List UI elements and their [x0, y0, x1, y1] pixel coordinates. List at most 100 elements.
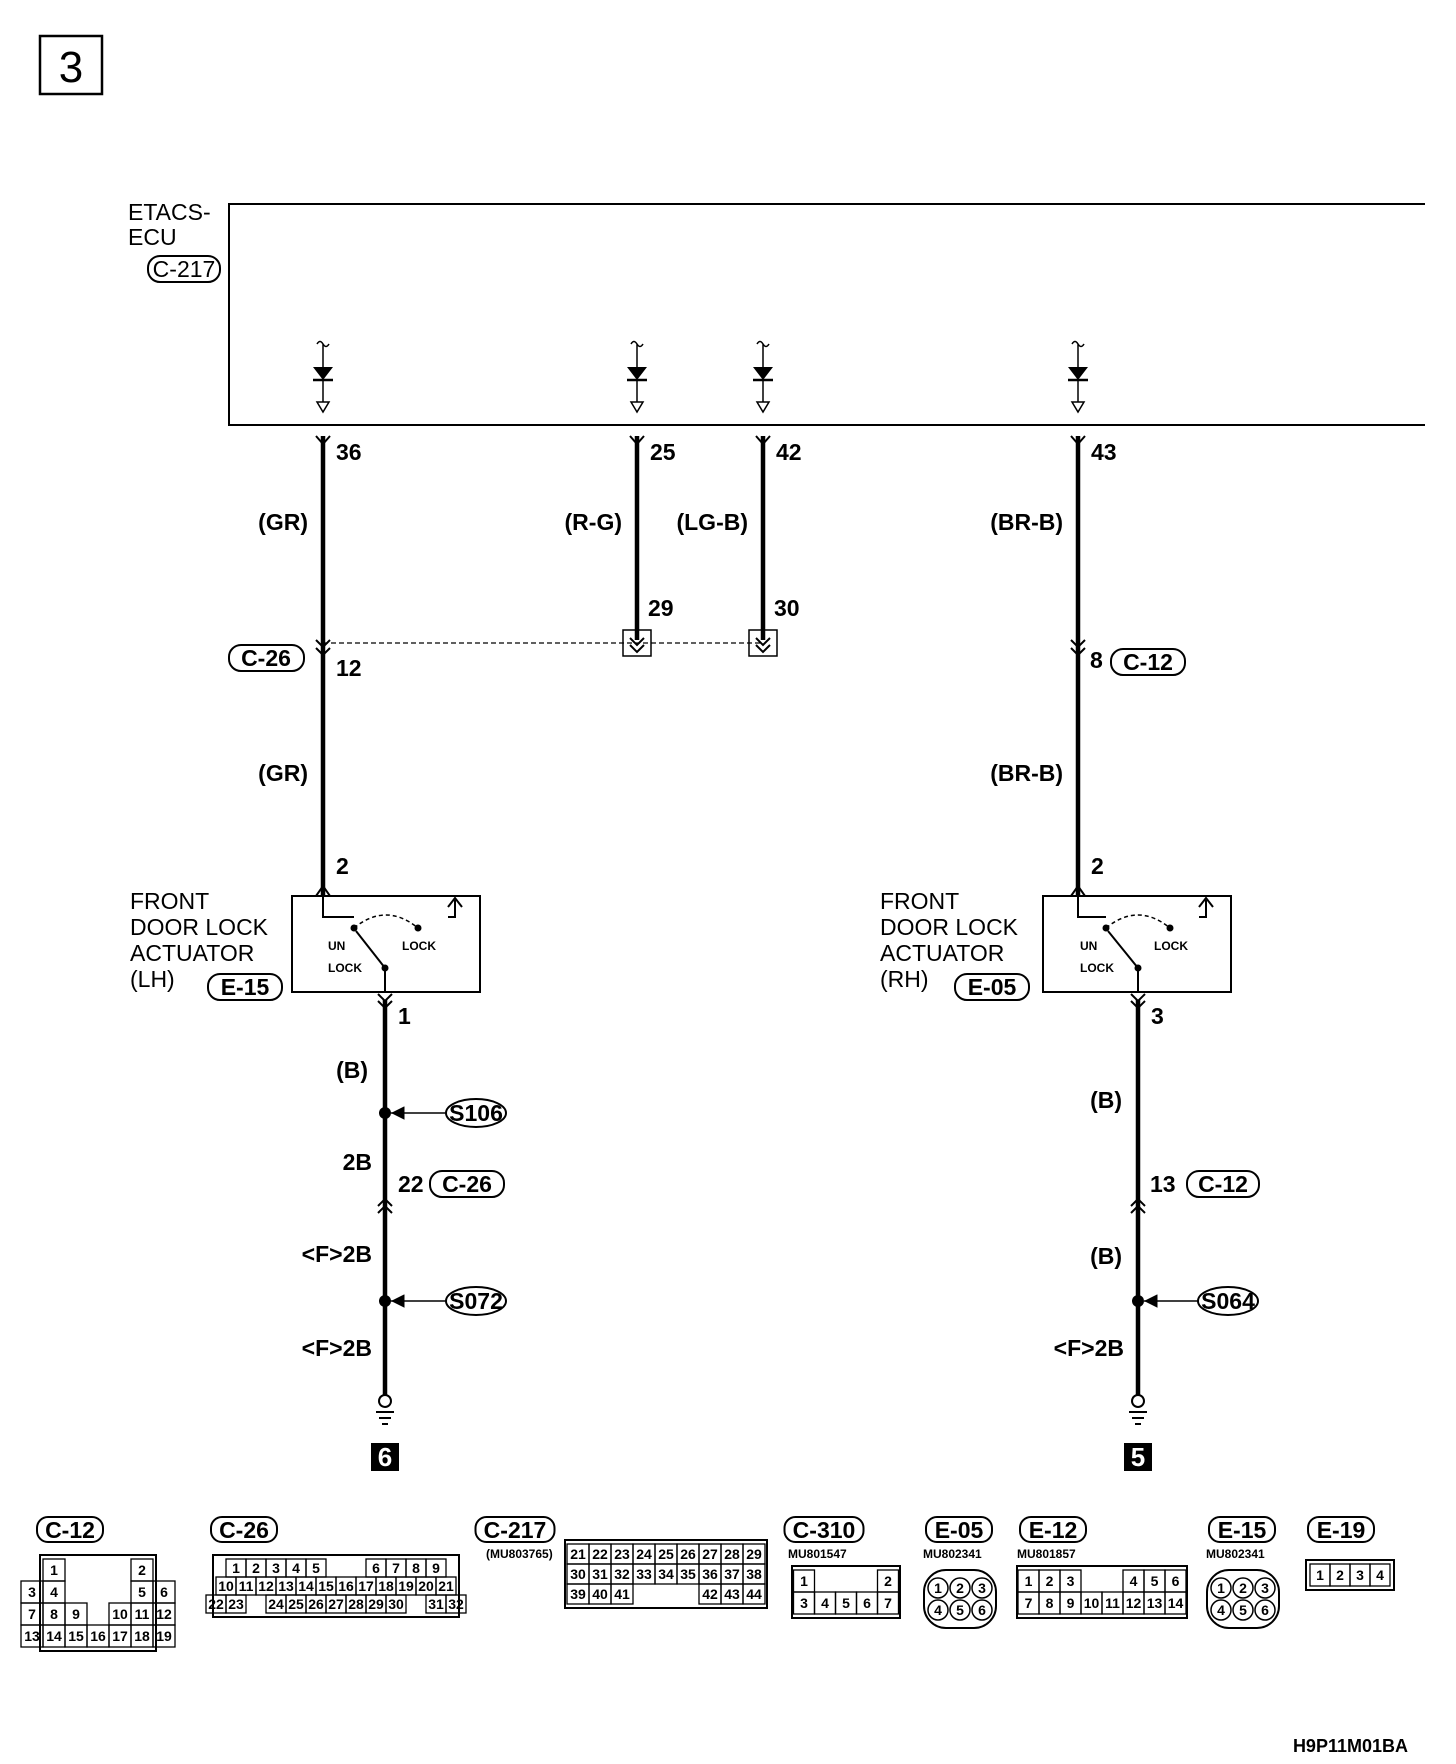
connector-pin: 3: [1356, 1567, 1364, 1583]
connector-pin: 2: [138, 1562, 146, 1578]
connector-pin: 28: [348, 1596, 364, 1612]
lh-unlock-top: UN: [328, 939, 345, 953]
page-number-box: 3: [38, 34, 104, 96]
connector-pin: 6: [1172, 1573, 1180, 1589]
connector-pin: 22: [592, 1546, 608, 1562]
connector-pin: 7: [28, 1606, 36, 1622]
connector-pin: 1: [50, 1562, 58, 1578]
connector-pin: 11: [135, 1606, 150, 1622]
connector-pin: 31: [592, 1566, 608, 1582]
lh-label-line1: FRONT: [130, 888, 209, 914]
lh-inline-pin: 22: [398, 1171, 424, 1197]
page-number: 3: [59, 43, 83, 92]
connector-pin: 29: [368, 1596, 384, 1612]
connector-pin: 35: [680, 1566, 696, 1582]
connector-view-name: E-15: [1218, 1517, 1267, 1543]
lh-label-line4: (LH): [130, 966, 175, 992]
connector-pin: 12: [1126, 1595, 1142, 1611]
connector-pin: 21: [570, 1546, 586, 1562]
connector-pin: 19: [156, 1628, 172, 1644]
connector-pin: 11: [239, 1578, 254, 1594]
connector-part-number: MU801547: [788, 1547, 847, 1561]
ecu-diode-42: [753, 340, 773, 414]
connector-pin: 25: [658, 1546, 674, 1562]
connector-pin: 6: [372, 1560, 380, 1576]
connector-pin: 43: [724, 1586, 740, 1602]
connector-pin: 5: [842, 1595, 850, 1611]
connector-pin: 1: [1025, 1573, 1033, 1589]
connector-pin: 6: [863, 1595, 871, 1611]
lh-actuator-pin: 2: [336, 853, 349, 879]
lh-ground-pin: 1: [398, 1003, 411, 1029]
connector-pin: 7: [884, 1595, 892, 1611]
connector-pin: 2: [1046, 1573, 1054, 1589]
rh-inline-connector: C-12: [1198, 1171, 1248, 1197]
connector-pin: 16: [338, 1578, 354, 1594]
connector-pin: 42: [702, 1586, 718, 1602]
connector-pin: 7: [392, 1560, 400, 1576]
connector-pin: 15: [318, 1578, 334, 1594]
connector-part-number: MU802341: [1206, 1547, 1265, 1561]
rh-label-line3: ACTUATOR: [880, 940, 1004, 966]
connector-pin: 4: [1376, 1567, 1384, 1583]
lh-inline-connector: C-26: [442, 1171, 492, 1197]
connector-pin: 1: [232, 1560, 240, 1576]
wire-36-color-top: (GR): [258, 509, 308, 535]
connector-pin: 5: [1239, 1602, 1247, 1618]
wire-36-inline-pin: 12: [336, 655, 362, 681]
connector-pin: 24: [636, 1546, 652, 1562]
etacs-ecu: ETACS- ECU C-217: [128, 199, 1425, 426]
ecu-connector-label: C-217: [153, 256, 216, 282]
wire-25-color: (R-G): [565, 509, 622, 535]
connector-pin: 27: [328, 1596, 344, 1612]
lh-wire2-label: 2B: [343, 1149, 372, 1175]
lh-wire1-color: (B): [336, 1057, 368, 1083]
connector-pin: 30: [388, 1596, 404, 1612]
connector-pin: 10: [112, 1606, 128, 1622]
connector-pin: 18: [134, 1628, 150, 1644]
connector-pin: 2: [252, 1560, 260, 1576]
connector-pin: 29: [746, 1546, 762, 1562]
connector-pin: 2: [884, 1573, 892, 1589]
lh-splice1: S106: [449, 1100, 503, 1126]
connector-pin: 22: [208, 1596, 224, 1612]
lh-label-line2: DOOR LOCK: [130, 914, 269, 940]
ecu-pin-25: 25: [650, 439, 676, 465]
rh-label-line4: (RH): [880, 966, 929, 992]
connector-pin: 10: [1084, 1595, 1100, 1611]
connector-pin: 1: [934, 1580, 942, 1596]
connector-pin: 13: [1147, 1595, 1163, 1611]
joint-pin-29: 29: [648, 595, 674, 621]
rh-wire1-color: (B): [1090, 1087, 1122, 1113]
connector-pin: 6: [160, 1584, 168, 1600]
connector-pin: 14: [1168, 1595, 1184, 1611]
connector-pin: 3: [800, 1595, 808, 1611]
connector-pin: 13: [278, 1578, 294, 1594]
wire-36-inline-connector: C-26: [241, 645, 291, 671]
connector-pin: 3: [1067, 1573, 1075, 1589]
connector-pin: 13: [24, 1628, 40, 1644]
wire-43-color-top: (BR-B): [990, 509, 1063, 535]
connector-pin: 16: [90, 1628, 106, 1644]
connector-pin: 11: [1105, 1595, 1120, 1611]
connector-pin: 9: [432, 1560, 440, 1576]
connector-pin: 2: [1336, 1567, 1344, 1583]
connector-view-name: C-310: [793, 1517, 856, 1543]
wire-43-color-bottom: (BR-B): [990, 760, 1063, 786]
connector-pin: 27: [702, 1546, 718, 1562]
connector-pin: 9: [72, 1606, 80, 1622]
connector-pin: 31: [428, 1596, 444, 1612]
connector-pin: 32: [448, 1596, 464, 1612]
rh-label-line1: FRONT: [880, 888, 959, 914]
connector-pin: 4: [50, 1584, 58, 1600]
ecu-pin-42: 42: [776, 439, 802, 465]
connector-pin: 7: [1025, 1595, 1033, 1611]
connector-pin: 8: [50, 1606, 58, 1622]
connector-pin: 5: [312, 1560, 320, 1576]
connector-view-name: E-19: [1317, 1517, 1366, 1543]
